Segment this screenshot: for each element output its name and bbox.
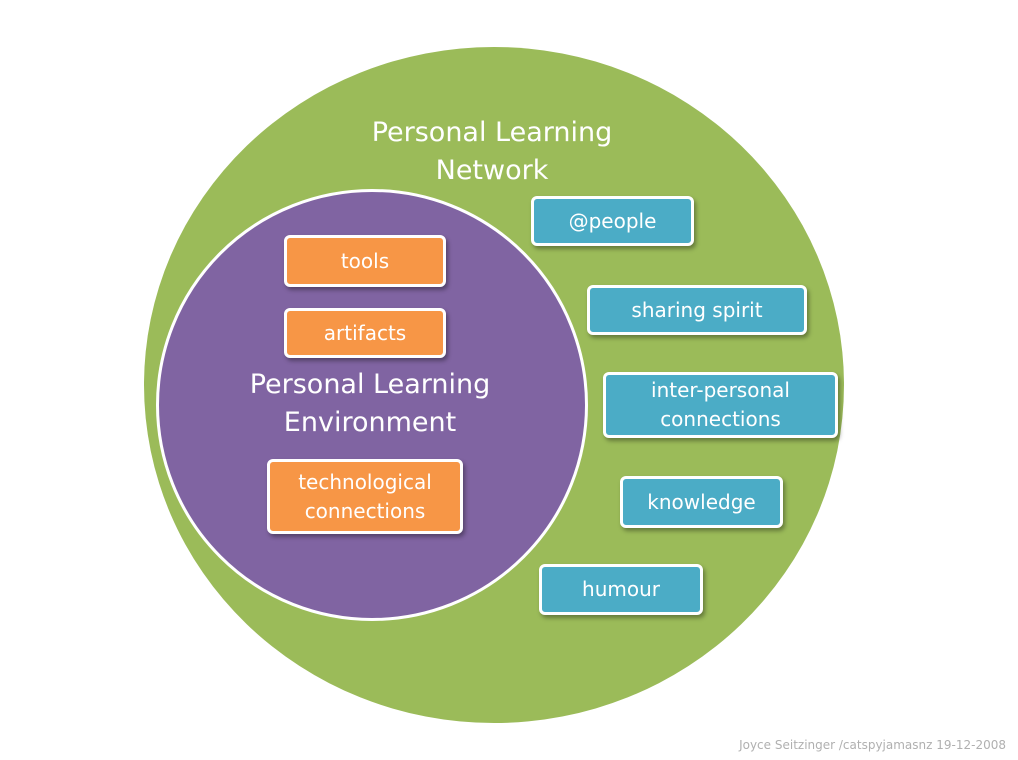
environment-item-technological-connections: technological connections bbox=[267, 459, 463, 534]
author-credit: Joyce Seitzinger /catspyjamasnz 19-12-20… bbox=[739, 738, 1006, 752]
network-item-sharing-spirit: sharing spirit bbox=[587, 285, 807, 335]
network-item-people: @people bbox=[531, 196, 694, 246]
network-title: Personal Learning Network bbox=[371, 117, 613, 186]
environment-title: Personal Learning Environment bbox=[249, 369, 491, 438]
network-item-inter-personal-connections: inter-personal connections bbox=[603, 372, 838, 438]
environment-item-tools: tools bbox=[284, 235, 446, 287]
environment-item-artifacts: artifacts bbox=[284, 308, 446, 358]
network-item-knowledge: knowledge bbox=[620, 476, 783, 528]
network-item-humour: humour bbox=[539, 564, 703, 615]
